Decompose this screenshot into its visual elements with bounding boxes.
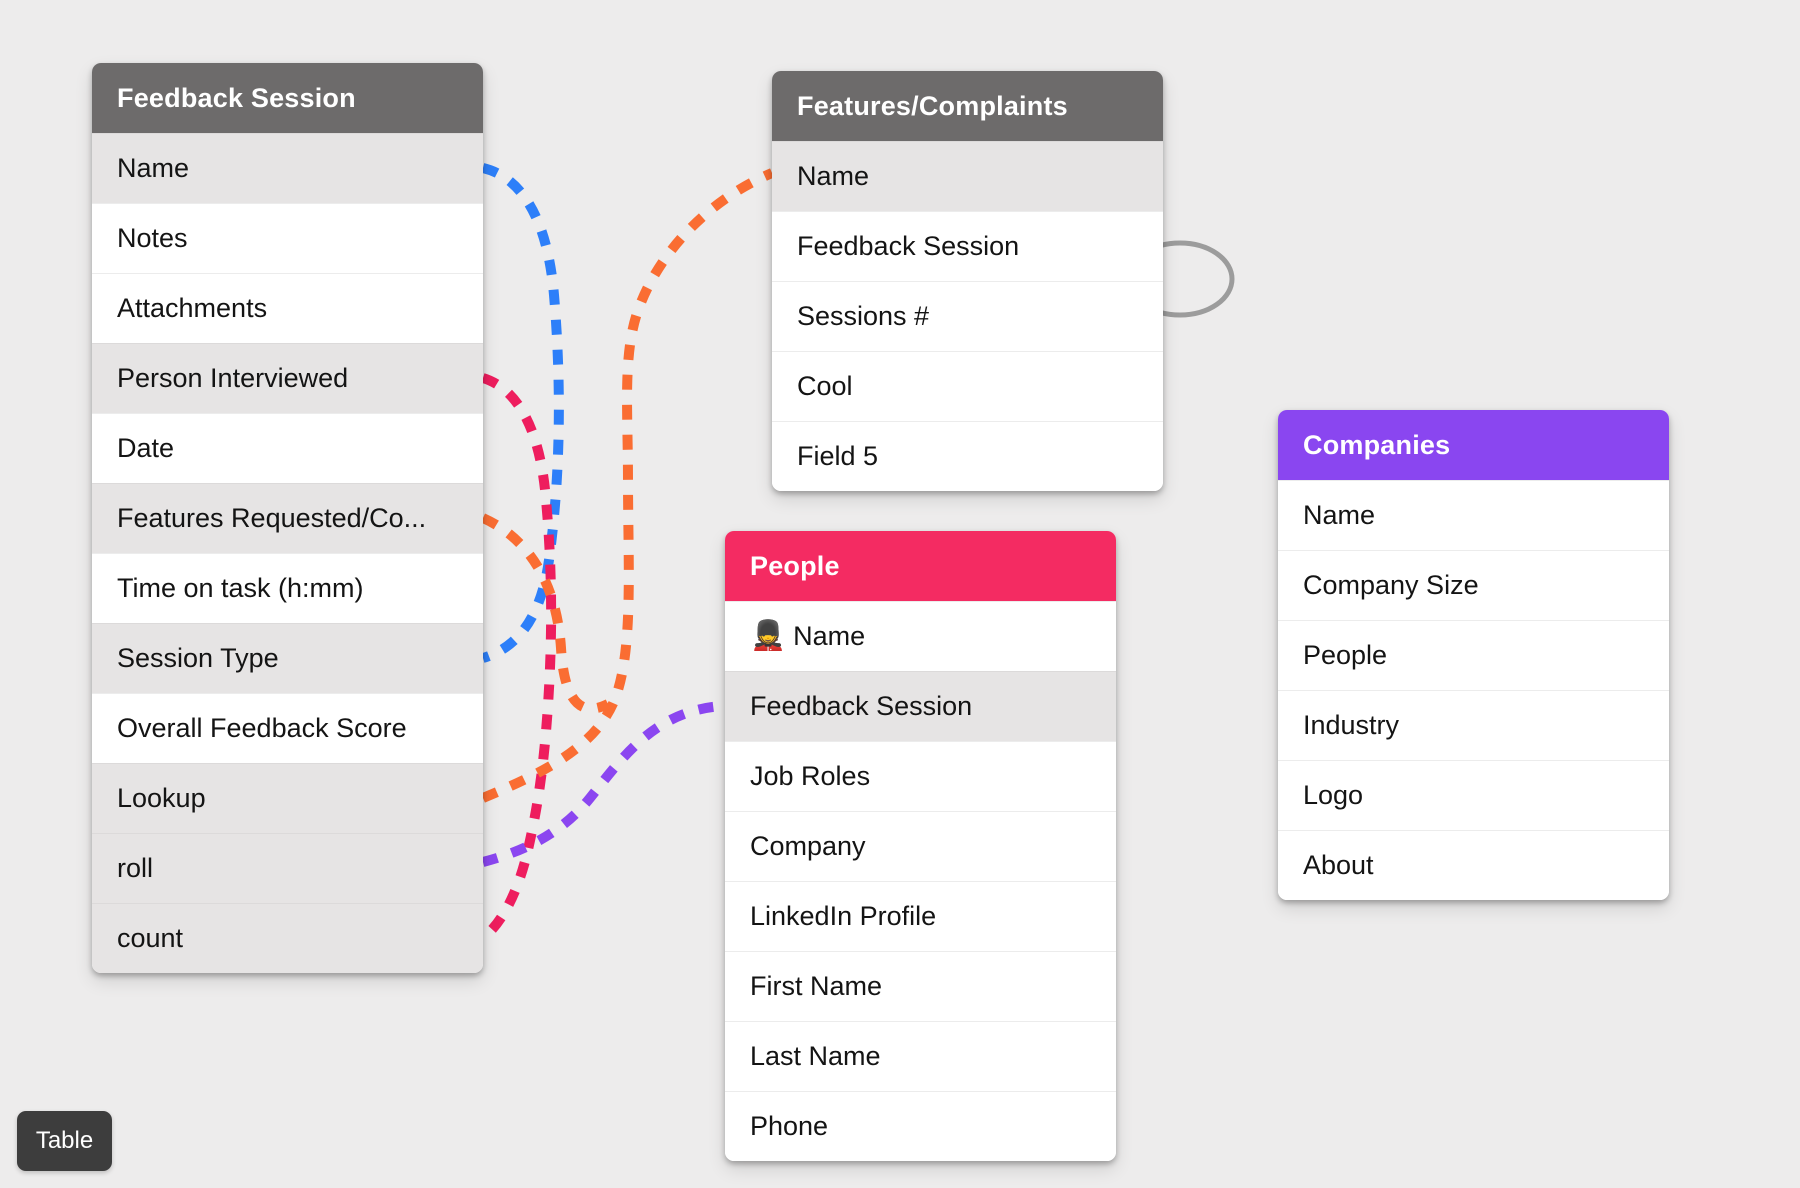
field-label: Company Size: [1303, 570, 1479, 600]
field-row[interactable]: Attachments: [92, 273, 483, 343]
field-label: Name: [1303, 500, 1376, 530]
field-label: Industry: [1303, 710, 1400, 740]
connector-blue-name-sessiontype: [481, 163, 564, 663]
field-row[interactable]: Phone: [725, 1091, 1116, 1161]
guardsman-emoji-icon: 💂: [750, 620, 787, 652]
field-label: roll: [117, 853, 154, 883]
field-row[interactable]: Feedback Session: [772, 211, 1163, 281]
field-row[interactable]: Person Interviewed: [92, 343, 483, 413]
field-row[interactable]: Name: [772, 141, 1163, 211]
field-label: Notes: [117, 223, 188, 253]
field-label: First Name: [750, 971, 883, 1001]
table-header-people[interactable]: People: [725, 531, 1116, 601]
field-row[interactable]: Time on task (h:mm): [92, 553, 483, 623]
connector-orange-features-fcname: [480, 513, 611, 714]
field-label: Features Requested/Co...: [117, 503, 427, 533]
field-label: About: [1303, 850, 1374, 880]
field-row[interactable]: Notes: [92, 203, 483, 273]
field-label: People: [1303, 640, 1388, 670]
field-row[interactable]: Feedback Session: [725, 671, 1116, 741]
field-label: Feedback Session: [750, 691, 973, 721]
field-label: Phone: [750, 1111, 829, 1141]
connector-purple-roll-people: [481, 701, 724, 867]
field-row[interactable]: 💂Name: [725, 601, 1116, 671]
field-row[interactable]: Logo: [1278, 760, 1669, 830]
table-button[interactable]: Table: [17, 1111, 112, 1171]
connector-pink-person-count: [479, 373, 557, 942]
field-row[interactable]: First Name: [725, 951, 1116, 1021]
field-label: Last Name: [750, 1041, 881, 1071]
field-row[interactable]: Sessions #: [772, 281, 1163, 351]
field-row[interactable]: Industry: [1278, 690, 1669, 760]
field-row[interactable]: Overall Feedback Score: [92, 693, 483, 763]
table-header-companies[interactable]: Companies: [1278, 410, 1669, 480]
field-label: Overall Feedback Score: [117, 713, 407, 743]
field-label: Field 5: [797, 441, 879, 471]
field-label: Job Roles: [750, 761, 871, 791]
field-row[interactable]: Features Requested/Co...: [92, 483, 483, 553]
table-header-features-complaints[interactable]: Features/Complaints: [772, 71, 1163, 141]
field-label: Date: [117, 433, 175, 463]
field-label: Name: [793, 621, 866, 651]
field-label: Feedback Session: [797, 231, 1020, 261]
field-row[interactable]: Cool: [772, 351, 1163, 421]
field-row[interactable]: Lookup: [92, 763, 483, 833]
field-row[interactable]: Field 5: [772, 421, 1163, 491]
field-label: Attachments: [117, 293, 268, 323]
table-header-feedback-session[interactable]: Feedback Session: [92, 63, 483, 133]
field-row[interactable]: Job Roles: [725, 741, 1116, 811]
field-label: Lookup: [117, 783, 206, 813]
field-label: count: [117, 923, 184, 953]
field-label: Session Type: [117, 643, 279, 673]
field-label: Name: [117, 153, 190, 183]
connector-orange-lookup-fcname: [481, 168, 774, 803]
field-label: Sessions #: [797, 301, 930, 331]
field-label: Cool: [797, 371, 853, 401]
field-label: Logo: [1303, 780, 1364, 810]
field-row[interactable]: Last Name: [725, 1021, 1116, 1091]
field-row[interactable]: count: [92, 903, 483, 973]
field-row[interactable]: LinkedIn Profile: [725, 881, 1116, 951]
field-row[interactable]: Name: [1278, 480, 1669, 550]
field-row[interactable]: roll: [92, 833, 483, 903]
field-row[interactable]: Company Size: [1278, 550, 1669, 620]
field-row[interactable]: People: [1278, 620, 1669, 690]
field-label: Person Interviewed: [117, 363, 349, 393]
field-row[interactable]: Date: [92, 413, 483, 483]
field-label: Company: [750, 831, 866, 861]
field-label: LinkedIn Profile: [750, 901, 937, 931]
field-row[interactable]: About: [1278, 830, 1669, 900]
field-row[interactable]: Name: [92, 133, 483, 203]
field-row[interactable]: Session Type: [92, 623, 483, 693]
field-label: Time on task (h:mm): [117, 573, 364, 603]
field-label: Name: [797, 161, 870, 191]
field-row[interactable]: Company: [725, 811, 1116, 881]
